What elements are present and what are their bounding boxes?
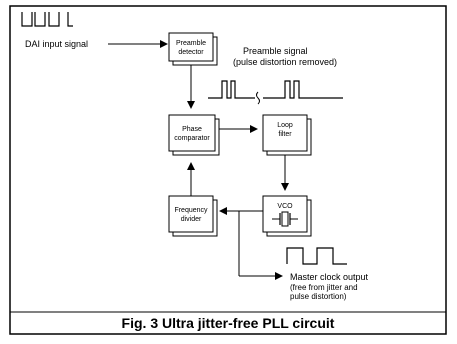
loop-filter-block: Loop filter	[262, 114, 312, 156]
input-waveform	[21, 12, 73, 27]
frequency-divider-label-line2: divider	[181, 216, 202, 223]
preamble-signal-label-line2: (pulse distortion removed)	[233, 57, 337, 67]
break-symbol	[256, 91, 260, 105]
vco-block: VCO	[262, 195, 312, 237]
phase-comparator-label-line1: Phase	[182, 126, 202, 133]
output-label-line1: Master clock output	[290, 272, 369, 282]
figure-frame	[9, 5, 447, 335]
phase-comparator-block: Phase comparator	[168, 114, 220, 156]
crystal-icon	[272, 211, 298, 227]
loop-filter-label-line1: Loop	[277, 122, 293, 129]
frequency-divider-label-line1: Frequency	[174, 207, 208, 214]
output-label-line2: (free from jitter and	[290, 283, 358, 292]
preamble-detector-label-line1: Preamble	[176, 40, 206, 47]
preamble-signal-label-line1: Preamble signal	[243, 46, 308, 56]
frequency-divider-block: Frequency divider	[168, 195, 218, 237]
loop-filter-label-line2: filter	[278, 131, 292, 138]
phase-comparator-label-line2: comparator	[174, 135, 210, 142]
preamble-detector-block: Preamble detector	[168, 32, 218, 66]
clock-output-waveform	[286, 247, 347, 265]
output-label-line3: pulse distortion)	[290, 292, 347, 301]
preamble-waveform	[208, 80, 343, 99]
input-signal-label: DAI input signal	[25, 39, 88, 49]
vco-label: VCO	[277, 203, 293, 210]
figure-caption: Fig. 3 Ultra jitter-free PLL circuit	[122, 315, 335, 331]
preamble-detector-label-line2: detector	[178, 49, 204, 56]
